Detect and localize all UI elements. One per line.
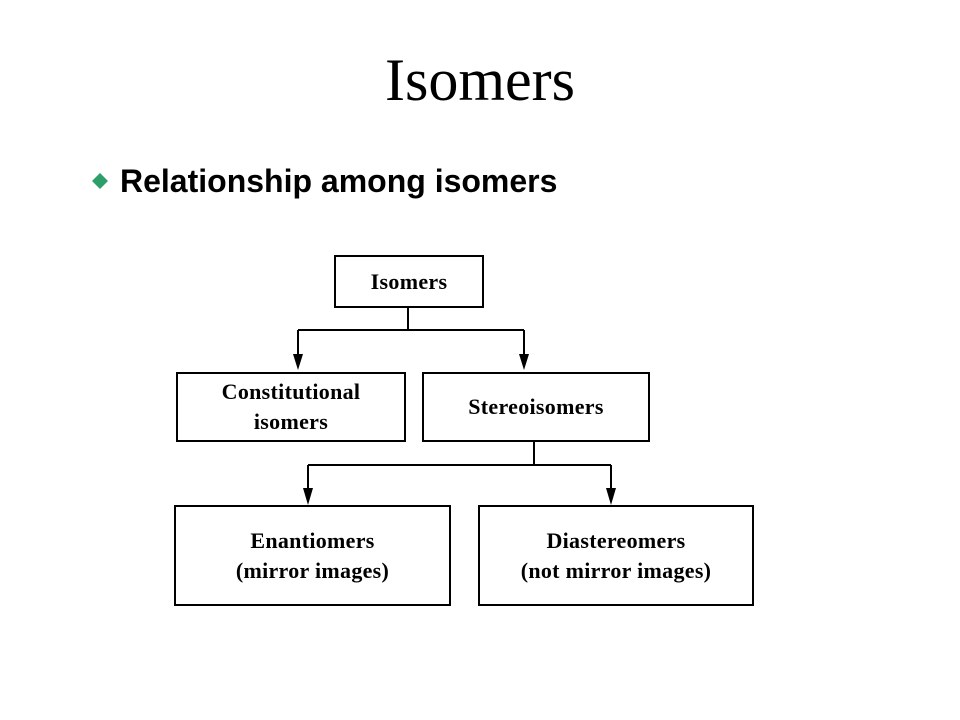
node-isomers: Isomers <box>334 255 484 308</box>
arrowhead-icon <box>606 488 616 505</box>
arrowhead-icon <box>519 354 529 370</box>
diamond-bullet-icon <box>92 173 108 189</box>
arrowhead-icon <box>303 488 313 505</box>
bullet-item: Relationship among isomers <box>92 158 557 204</box>
node-stereoisomers: Stereoisomers <box>422 372 650 442</box>
node-label: Stereoisomers <box>468 394 604 419</box>
bullet-text: Relationship among isomers <box>120 163 558 199</box>
node-label: Isomers <box>370 268 448 294</box>
node-enantiomers: Enantiomers (mirror images) <box>174 505 451 606</box>
node-label: (mirror images) <box>235 557 390 583</box>
node-constitutional-isomers: Constitutional isomers <box>176 372 406 442</box>
node-label: Constitutional <box>221 379 361 404</box>
node-label: isomers <box>253 409 329 434</box>
slide-title: Isomers <box>385 47 575 113</box>
arrowhead-icon <box>293 354 303 370</box>
node-label: Enantiomers <box>250 527 375 553</box>
node-label: Diastereomers <box>546 527 686 553</box>
node-label: (not mirror images) <box>520 557 712 583</box>
node-diastereomers: Diastereomers (not mirror images) <box>478 505 754 606</box>
